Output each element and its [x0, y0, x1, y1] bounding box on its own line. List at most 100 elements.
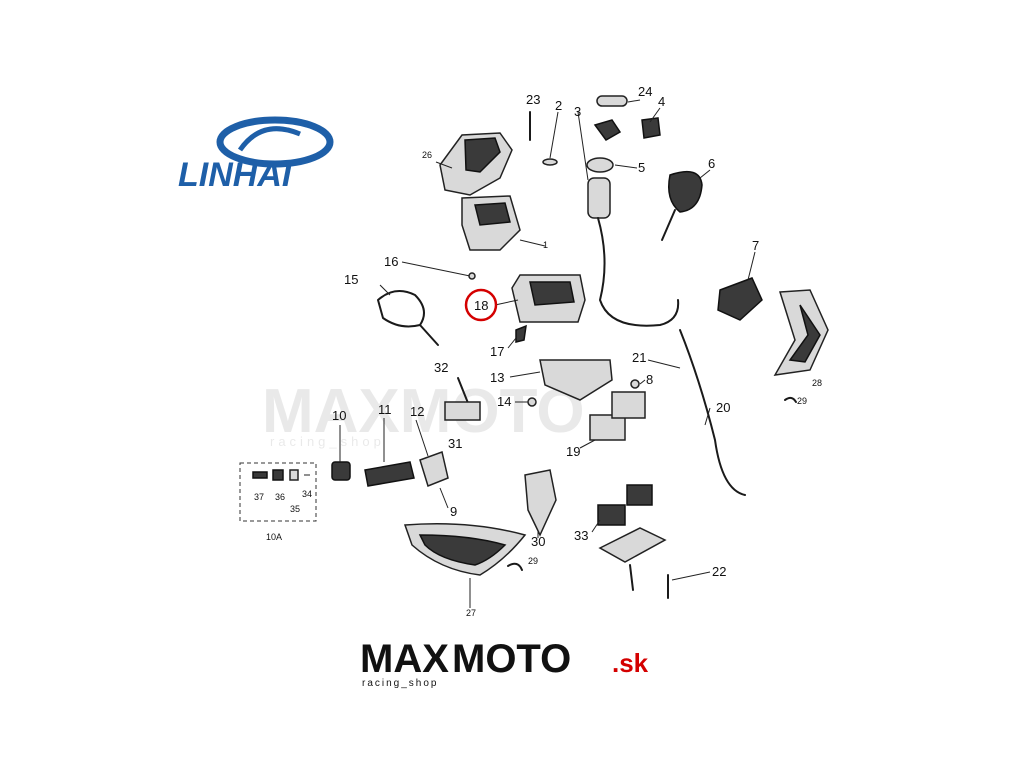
- part-31-clamp: [444, 401, 481, 421]
- part-14-bolt: [527, 397, 537, 407]
- part-29-right-screw: [784, 396, 797, 403]
- maxmoto-logo-max: MAX: [360, 637, 449, 681]
- callout-22: 22: [712, 564, 726, 579]
- callout-17: 17: [490, 344, 504, 359]
- callout-14: 14: [497, 394, 511, 409]
- part-36-spacer: [272, 469, 284, 481]
- riser-plate: [598, 527, 667, 563]
- lead-3: [577, 111, 589, 181]
- callout-1: 1: [543, 240, 548, 250]
- callout-34: 34: [302, 489, 312, 499]
- callout-26: 26: [422, 150, 432, 160]
- callout-29-left: 29: [528, 556, 538, 566]
- lead-17: [507, 337, 517, 349]
- linhai-logo-swoosh: [216, 116, 334, 168]
- callout-32: 32: [434, 360, 448, 375]
- part-19-clamp-rear: [611, 391, 646, 419]
- callout-6: 6: [708, 156, 715, 171]
- part-6-mirror-head: [668, 170, 703, 213]
- callout-33: 33: [574, 528, 588, 543]
- part-13-bracket: [539, 359, 613, 401]
- riser-stem: [629, 564, 634, 591]
- part-26-cover-detail: [464, 137, 501, 173]
- part-3-switch-block: [593, 119, 622, 141]
- linhai-logo-text: LINHAI: [178, 156, 293, 194]
- inset-10a-box: [239, 462, 317, 522]
- maxmoto-logo-tagline: racing_shop: [362, 678, 438, 689]
- callout-15: 15: [344, 272, 358, 287]
- callout-12: 12: [410, 404, 424, 419]
- lead-12: [415, 419, 429, 457]
- part-29-left-screw: [507, 562, 523, 571]
- callout-11: 11: [378, 402, 392, 417]
- callout-20: 20: [716, 400, 730, 415]
- lead-20: [704, 407, 711, 426]
- maxmoto-logo-tld: .sk: [612, 648, 649, 678]
- callout-21: 21: [632, 350, 646, 365]
- lead-16: [401, 261, 471, 277]
- part-35-bush: [289, 469, 299, 481]
- callout-2: 2: [555, 98, 562, 113]
- lead-15: [379, 284, 391, 296]
- part-30-bracket: [524, 469, 557, 537]
- lead-2: [549, 111, 559, 159]
- lead-26: [435, 161, 453, 169]
- lead-9: [439, 487, 449, 509]
- part-3-cable: [597, 217, 680, 327]
- lead-6: [699, 169, 711, 179]
- linhai-logo-arc: [237, 126, 301, 152]
- lead-8: [639, 379, 646, 385]
- lead-33: [591, 519, 601, 533]
- part-33-lower-clamp-b: [626, 484, 653, 506]
- callout-29-right: 29: [797, 396, 807, 406]
- callout-5: 5: [638, 160, 645, 175]
- callout-37: 37: [254, 492, 264, 502]
- callout-13: 13: [490, 370, 504, 385]
- maxmoto-logo-moto: MOTO: [452, 637, 571, 681]
- part-11-grip: [364, 461, 415, 487]
- part-33-lower-clamp: [597, 504, 626, 526]
- callout-18: 18: [474, 298, 488, 313]
- part-16-screw: [468, 272, 476, 280]
- lead-5: [614, 164, 638, 169]
- lead-21: [647, 359, 681, 369]
- part-37-pin: [252, 471, 268, 479]
- watermark: MAXMOTO racing_shop: [262, 377, 585, 449]
- callout-9: 9: [450, 504, 457, 519]
- watermark-text: MAXMOTO: [262, 377, 585, 446]
- callout-10: 10: [332, 408, 346, 423]
- part-10-bar-end: [331, 461, 351, 481]
- callout-27: 27: [466, 608, 476, 618]
- callout-8: 8: [646, 372, 653, 387]
- maxmoto-logo: MAX MOTO .sk racing_shop: [360, 637, 649, 689]
- part-15-mirror-head: [377, 290, 425, 328]
- part-20-cable: [679, 329, 746, 496]
- part-12-left-switch: [419, 451, 449, 487]
- callout-36: 36: [275, 492, 285, 502]
- part-1-cover-window: [474, 202, 511, 226]
- lead-4: [649, 107, 661, 123]
- lead-24: [627, 99, 641, 103]
- part-7-right-switch: [717, 277, 763, 321]
- part-5-ring: [586, 157, 614, 173]
- callout-28: 28: [812, 378, 822, 388]
- lead-22: [671, 571, 711, 581]
- part-8-nut: [630, 379, 640, 389]
- part-28-handguard-inner: [788, 304, 821, 363]
- callout-3: 3: [574, 104, 581, 119]
- lead-19: [579, 439, 596, 449]
- callout-7: 7: [752, 238, 759, 253]
- callout-16: 16: [384, 254, 398, 269]
- callout-31: 31: [448, 436, 462, 451]
- lead-13: [509, 371, 541, 378]
- part-28-right-handguard: [773, 289, 829, 376]
- part-3-throttle-housing: [587, 177, 611, 219]
- lead-18: [494, 299, 519, 306]
- part-2-washer: [542, 158, 558, 166]
- lead-1: [519, 239, 546, 247]
- watermark-subtext: racing_shop: [270, 434, 385, 449]
- callout-4: 4: [658, 94, 665, 109]
- callout-19: 19: [566, 444, 580, 459]
- lead-7: [747, 251, 756, 281]
